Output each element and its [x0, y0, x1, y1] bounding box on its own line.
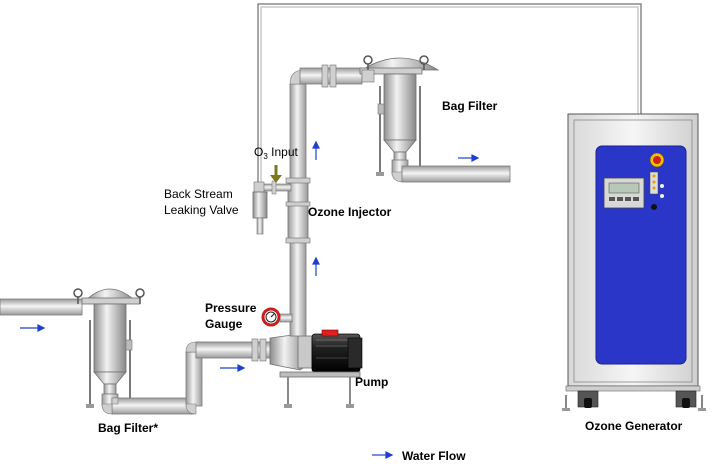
indicator-lights [649, 171, 664, 210]
back-stream-leaking-valve [252, 180, 292, 235]
pressure-gauge-label-line2: Gauge [205, 317, 243, 331]
ozone-gas-tube [257, 3, 642, 186]
legend-water-flow-label: Water Flow [402, 449, 466, 463]
pump-label: Pump [355, 375, 388, 389]
bag-filter-bottom [73, 288, 145, 408]
outlet-pipe [391, 159, 511, 183]
up-arrow-icon [312, 256, 320, 276]
ozone-generator-label: Ozone Generator [585, 419, 683, 433]
o3-input-arrow [270, 165, 282, 183]
pressure-gauge-icon [261, 307, 281, 327]
right-arrow-icon [372, 451, 394, 459]
riser-pipe [279, 64, 363, 337]
flow-arrows [20, 140, 480, 459]
ozone-generator [562, 113, 706, 411]
filter-to-pump-pipe [101, 338, 279, 415]
right-arrow-icon [458, 154, 480, 162]
pump [269, 329, 363, 408]
right-arrow-icon [20, 324, 46, 332]
pressure-gauge-label-line1: Pressure [205, 301, 257, 315]
up-arrow-icon [312, 140, 320, 160]
bag-filter-bottom-label: Bag Filter* [98, 421, 158, 435]
bag-filter-top [359, 55, 440, 176]
caster-wheel-icon [562, 385, 706, 411]
back-stream-label-line2: Leaking Valve [164, 203, 239, 217]
bag-filter-top-label: Bag Filter [442, 99, 498, 113]
back-stream-label-line1: Back Stream [164, 187, 233, 201]
emergency-stop-icon [649, 152, 665, 168]
inlet-pipe [0, 298, 83, 316]
o3-input-label: O3 Input [254, 145, 298, 161]
right-arrow-icon [220, 364, 246, 372]
ozone-injector-label: Ozone Injector [308, 205, 392, 219]
